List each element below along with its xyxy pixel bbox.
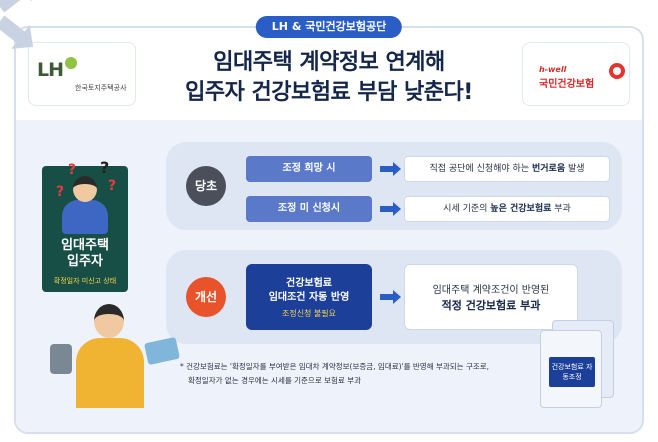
arrow-up-right-icon [0,0,30,13]
footnote: * 건강보험료는 '확정일자를 부여받은 임대차 계약정보(보증금, 임대료)'… [180,360,530,388]
question-mark-icon: ? [108,178,117,194]
person-illustration-head [73,176,97,202]
auto-reflect-line1: 건강보험료 [286,278,332,289]
document-icon: 건강보험료 자동조정 [540,330,602,408]
nhis-logo: h-well 국민건강보험 [522,42,630,106]
after-panel: 개선 건강보험료 임대조건 자동 반영 조정신청 불필요 임대주택 계약조건이 … [166,250,622,344]
arrow-right-icon [380,162,401,176]
auto-reflect-box: 건강보험료 임대조건 자동 반영 조정신청 불필요 [246,264,372,330]
lh-logo-dot-icon [65,57,77,69]
before-condition-1: 조정 희망 시 [246,156,372,182]
page-title-line1: 임대주택 계약정보 연계해 [213,50,445,75]
house-keys-icon [50,344,72,374]
person-illustration-body [62,200,108,234]
document-label: 건강보험료 자동조정 [549,357,595,387]
before-result-2-pre: 시세 기준의 [443,204,491,214]
lh-logo-name: 한국토지주택공사 [75,84,127,92]
before-result-1-bold: 번거로움 [531,164,566,174]
after-result-line2: 적정 건강보험료 부과 [441,299,541,312]
question-mark-icon: ? [100,158,110,177]
arrow-right-icon [380,202,401,216]
after-result: 임대주택 계약조건이 반영된 적정 건강보험료 부과 [404,264,578,330]
before-result-2: 시세 기준의 높은 건강보험료 부과 [404,196,610,222]
before-result-1-pre: 직접 공단에 신청해야 하는 [429,164,532,174]
before-result-1-post: 발생 [565,164,585,174]
question-mark-icon: ? [68,162,77,178]
persona-title-line1: 임대주택 [61,238,109,253]
before-panel: 당초 조정 희망 시 직접 공단에 신청해야 하는 번거로움 발생 조정 미 신… [166,142,622,230]
auto-reflect-line2: 임대조건 자동 반영 [268,292,350,303]
persona-subtitle: 확정일자 미신고 상태 [53,277,117,285]
question-mark-icon: ? [56,184,65,200]
arrow-down-right-icon [0,15,28,45]
before-condition-2: 조정 미 신청시 [246,196,372,222]
lh-logo-mark: LH [37,59,64,81]
before-result-2-post: 부과 [551,204,571,214]
before-result-1: 직접 공단에 신청해야 하는 번거로움 발생 [404,156,610,182]
before-label-badge: 당초 [186,166,226,206]
nhis-logo-name: 국민건강보험 [539,79,595,90]
arrow-right-icon [380,290,401,304]
tenant-persona-card: ? ? ? ? 임대주택 입주자 확정일자 미신고 상태 [42,158,128,292]
insurance-card-icon [144,336,180,366]
persona-title-line2: 입주자 [67,254,103,269]
person-body [76,338,144,408]
tenant-illustration [50,304,180,408]
person-head [94,304,124,338]
nhis-logo-hwell: h-well [539,65,567,74]
page-title-line2: 입주자 건강보험료 부담 낮춘다! [185,80,473,105]
after-label-badge: 개선 [186,277,226,317]
auto-reflect-note: 조정신청 불필요 [281,309,337,318]
before-result-2-bold: 높은 건강보험료 [490,204,552,214]
footnote-line1: * 건강보험료는 '확정일자를 부여받은 임대차 계약정보(보증금, 임대료)'… [180,362,490,371]
heart-icon [609,63,625,79]
persona-title: 임대주택 입주자 [42,238,128,270]
lh-logo: LH 한국토지주택공사 [28,42,136,106]
after-result-line1: 임대주택 계약조건이 반영된 [432,285,550,296]
footnote-line2: 확정일자가 없는 경우에는 시세를 기준으로 보험료 부과 [188,376,362,385]
header-tag: LH & 국민건강보험공단 [255,16,403,38]
page-title: 임대주택 계약정보 연계해 입주자 건강보험료 부담 낮춘다! [150,48,508,108]
